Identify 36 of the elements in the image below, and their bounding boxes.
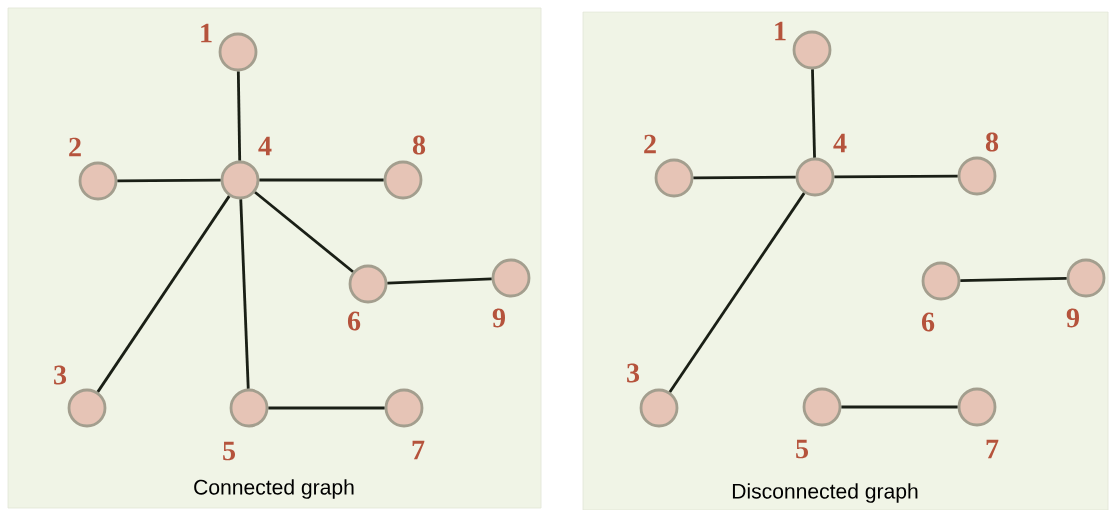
node-number: 3 [627,363,640,383]
node-number: 6 [921,312,935,332]
node-number: 7 [986,439,999,459]
edge-line [236,71,242,161]
edge-line [254,191,354,273]
edge-line [117,178,221,183]
node-number: 9 [1066,308,1079,328]
edge-line [268,406,385,410]
edge-line [841,405,958,409]
node-number: 9 [492,308,505,328]
panel [582,11,1109,510]
graph-title: Connected graph [194,479,354,499]
edge-line [811,69,816,158]
node-number: 1 [201,23,212,43]
node-number: 6 [347,311,361,331]
edge-line [834,174,958,179]
node-number: 1 [775,21,786,41]
edge-line [259,178,384,182]
node-number: 8 [985,132,999,152]
edge-line [693,175,796,180]
edge-line [239,199,250,389]
node-number: 4 [833,133,847,153]
node-number: 5 [223,441,235,461]
node-number: 8 [412,135,426,155]
node-number: 7 [412,440,425,460]
node-number: 2 [644,134,656,154]
node-number: 3 [54,365,67,385]
panel [7,7,542,509]
edge-line [960,277,1067,282]
node-number: 5 [796,439,808,459]
graph-title: Disconnected graph [732,483,918,503]
node-number: 4 [258,136,272,156]
edge-line [668,192,806,393]
node-number: 2 [69,137,81,157]
edge-line [387,277,492,285]
edge-line [96,195,231,393]
